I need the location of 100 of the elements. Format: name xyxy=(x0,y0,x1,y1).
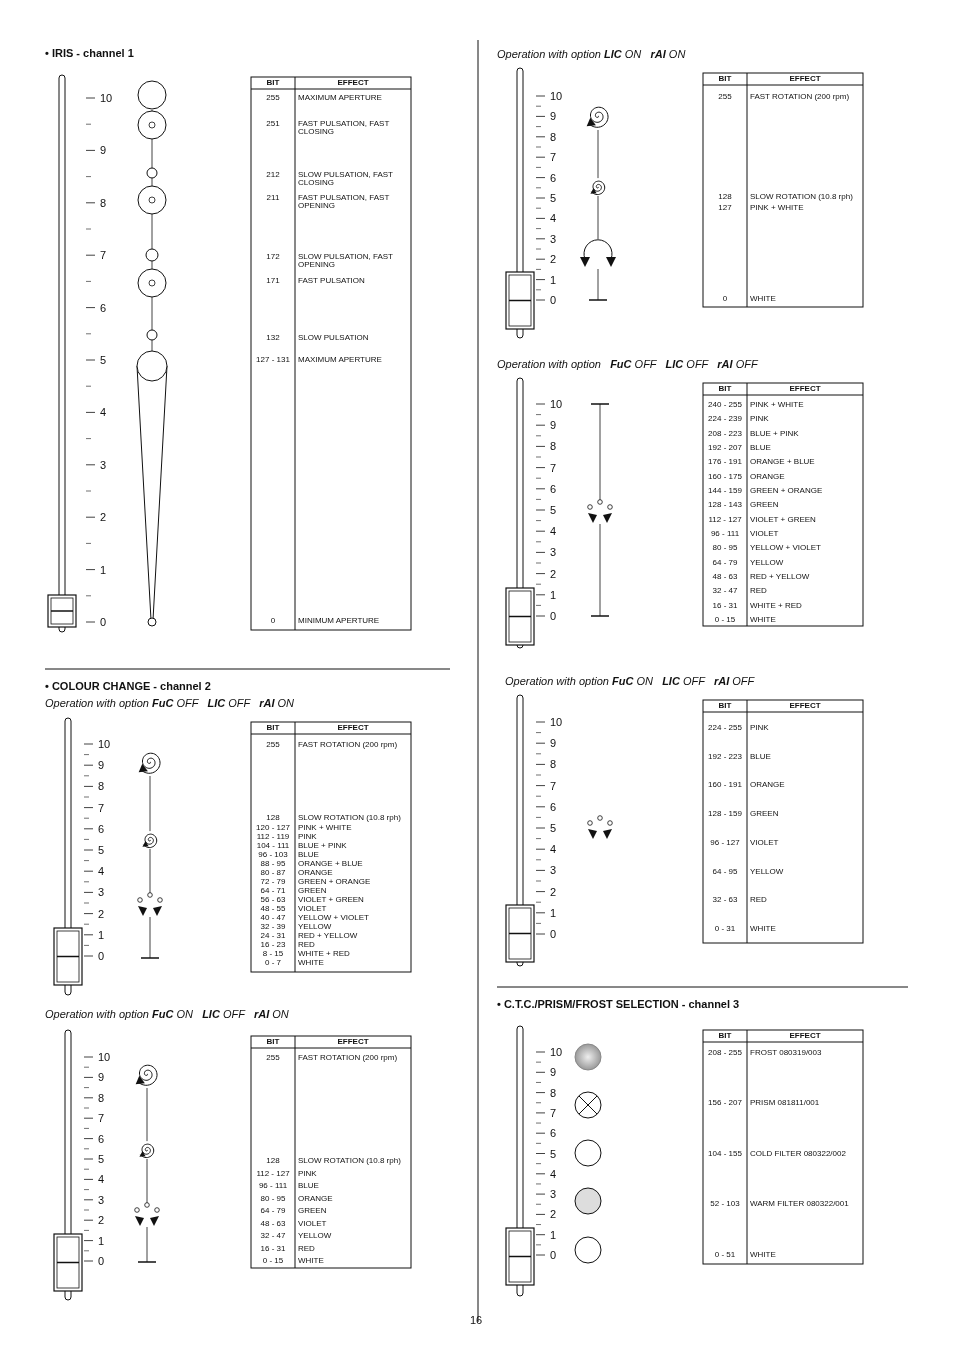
effect-text: GREEN + ORANGE xyxy=(750,487,824,495)
scale-number: 6 xyxy=(550,1127,557,1140)
scale-number: 0 xyxy=(550,1249,557,1262)
scale-number: 6 xyxy=(98,1132,105,1145)
bit-value: 172 xyxy=(265,253,281,261)
bit-value: 128 xyxy=(265,814,281,822)
scale-number: 3 xyxy=(100,458,107,471)
scale-number: 0 xyxy=(550,928,557,941)
bit-value: 112 - 119 xyxy=(255,833,291,841)
effect-text: PINK + WHITE xyxy=(750,401,805,409)
bit-value: 96 - 103 xyxy=(257,851,289,859)
effect-text: GREEN xyxy=(298,887,328,895)
bit-value: 128 xyxy=(265,1157,281,1165)
bit-value: 127 - 131 xyxy=(255,356,291,364)
effect-text: WHITE + RED xyxy=(298,950,351,958)
scale-number: 7 xyxy=(100,249,107,262)
bit-value: 16 - 31 xyxy=(259,1245,287,1253)
bit-value: 72 - 79 xyxy=(259,878,287,886)
bit-value: 0 - 51 xyxy=(713,1251,737,1259)
bit-value: 144 - 159 xyxy=(707,487,743,495)
bit-value: 0 xyxy=(721,295,729,303)
effect-text: SLOW ROTATION (10.8 rph) xyxy=(298,814,402,822)
bit-value: 0 - 15 xyxy=(713,616,737,624)
scale-number: 4 xyxy=(98,1173,105,1186)
column-header: BIT xyxy=(265,724,281,733)
effect-text: FAST PULSATION, FAST CLOSING xyxy=(298,120,391,136)
effect-text: SLOW PULSATION, FAST CLOSING xyxy=(298,171,394,187)
scale-number: 10 xyxy=(98,1051,111,1064)
scale-number: 9 xyxy=(550,1066,557,1079)
effect-text: ORANGE + BLUE xyxy=(298,860,364,868)
option-heading: Operation with option LIC ON rAI ON xyxy=(497,48,686,61)
bit-value: 132 xyxy=(265,334,281,342)
effect-text: PINK xyxy=(750,724,770,732)
scale-number: 10 xyxy=(550,716,563,729)
scale-number: 9 xyxy=(98,1071,105,1084)
column-header: EFFECT xyxy=(788,75,822,84)
scale-number: 7 xyxy=(98,1112,105,1125)
scale-number: 8 xyxy=(98,780,105,793)
bit-value: 96 - 111 xyxy=(257,1182,289,1190)
scale-number: 6 xyxy=(550,482,557,495)
bit-value: 80 - 87 xyxy=(259,869,287,877)
bit-value: 212 xyxy=(265,171,281,179)
scale-number: 7 xyxy=(550,151,557,164)
bit-value: 255 xyxy=(265,1054,281,1062)
scale-number: 9 xyxy=(550,737,557,750)
bit-value: 104 - 155 xyxy=(707,1150,743,1158)
scale-number: 2 xyxy=(550,253,557,266)
bit-value: 96 - 127 xyxy=(709,839,741,847)
bit-value: 112 - 127 xyxy=(255,1170,291,1178)
effect-text: YELLOW xyxy=(298,923,333,931)
scale-number: 5 xyxy=(550,822,557,835)
effect-text: FAST ROTATION (200 rpm) xyxy=(298,1054,399,1062)
bit-value: 128 - 143 xyxy=(707,501,743,509)
scale-number: 8 xyxy=(550,758,557,771)
scale-number: 4 xyxy=(550,843,557,856)
bit-value: 160 - 175 xyxy=(707,473,743,481)
column-header: EFFECT xyxy=(336,79,370,88)
scale-number: 6 xyxy=(550,800,557,813)
effect-text: SLOW ROTATION (10.8 rph) xyxy=(750,193,854,201)
scale-number: 2 xyxy=(550,885,557,898)
effect-text: RED xyxy=(750,587,768,595)
column-header: EFFECT xyxy=(336,1038,370,1047)
effect-text: WARM FILTER 080322/001 xyxy=(750,1200,850,1208)
effect-text: RED xyxy=(750,896,768,904)
column-header: BIT xyxy=(717,1032,733,1041)
scale-number: 8 xyxy=(98,1091,105,1104)
scale-number: 3 xyxy=(550,232,557,245)
scale-number: 4 xyxy=(550,525,557,538)
scale-number: 8 xyxy=(550,1086,557,1099)
scale-number: 3 xyxy=(98,1193,105,1206)
scale-number: 1 xyxy=(550,1228,557,1241)
effect-text: WHITE xyxy=(750,295,777,303)
section-heading: • C.T.C./PRISM/FROST SELECTION - channel 3 xyxy=(497,998,740,1011)
column-header: EFFECT xyxy=(788,702,822,711)
bit-value: 16 - 23 xyxy=(259,941,287,949)
effect-text: YELLOW xyxy=(298,1232,333,1240)
scale-number: 7 xyxy=(550,1106,557,1119)
scale-number: 2 xyxy=(100,511,107,524)
bit-value: 48 - 55 xyxy=(259,905,287,913)
bit-value: 0 - 7 xyxy=(264,959,282,967)
effect-text: BLUE + PINK xyxy=(750,430,800,438)
bit-value: 255 xyxy=(717,93,733,101)
bit-value: 104 - 111 xyxy=(255,842,291,850)
column-header: EFFECT xyxy=(336,724,370,733)
effect-text: WHITE xyxy=(750,1251,777,1259)
scale-number: 9 xyxy=(550,419,557,432)
bit-value: 48 - 63 xyxy=(711,573,739,581)
bit-value: 128 - 159 xyxy=(707,810,743,818)
bit-value: 127 xyxy=(717,204,733,212)
effect-text: BLUE xyxy=(750,753,772,761)
bit-value: 64 - 79 xyxy=(259,1207,287,1215)
bit-value: 240 - 255 xyxy=(707,401,743,409)
effect-text: YELLOW + VIOLET xyxy=(750,544,822,552)
bit-value: 251 xyxy=(265,120,281,128)
scale-number: 10 xyxy=(550,1046,563,1059)
scale-number: 0 xyxy=(98,950,105,963)
scale-number: 3 xyxy=(550,546,557,559)
column-header: BIT xyxy=(717,702,733,711)
effect-text: WHITE xyxy=(298,959,325,967)
bit-value: 255 xyxy=(265,94,281,102)
